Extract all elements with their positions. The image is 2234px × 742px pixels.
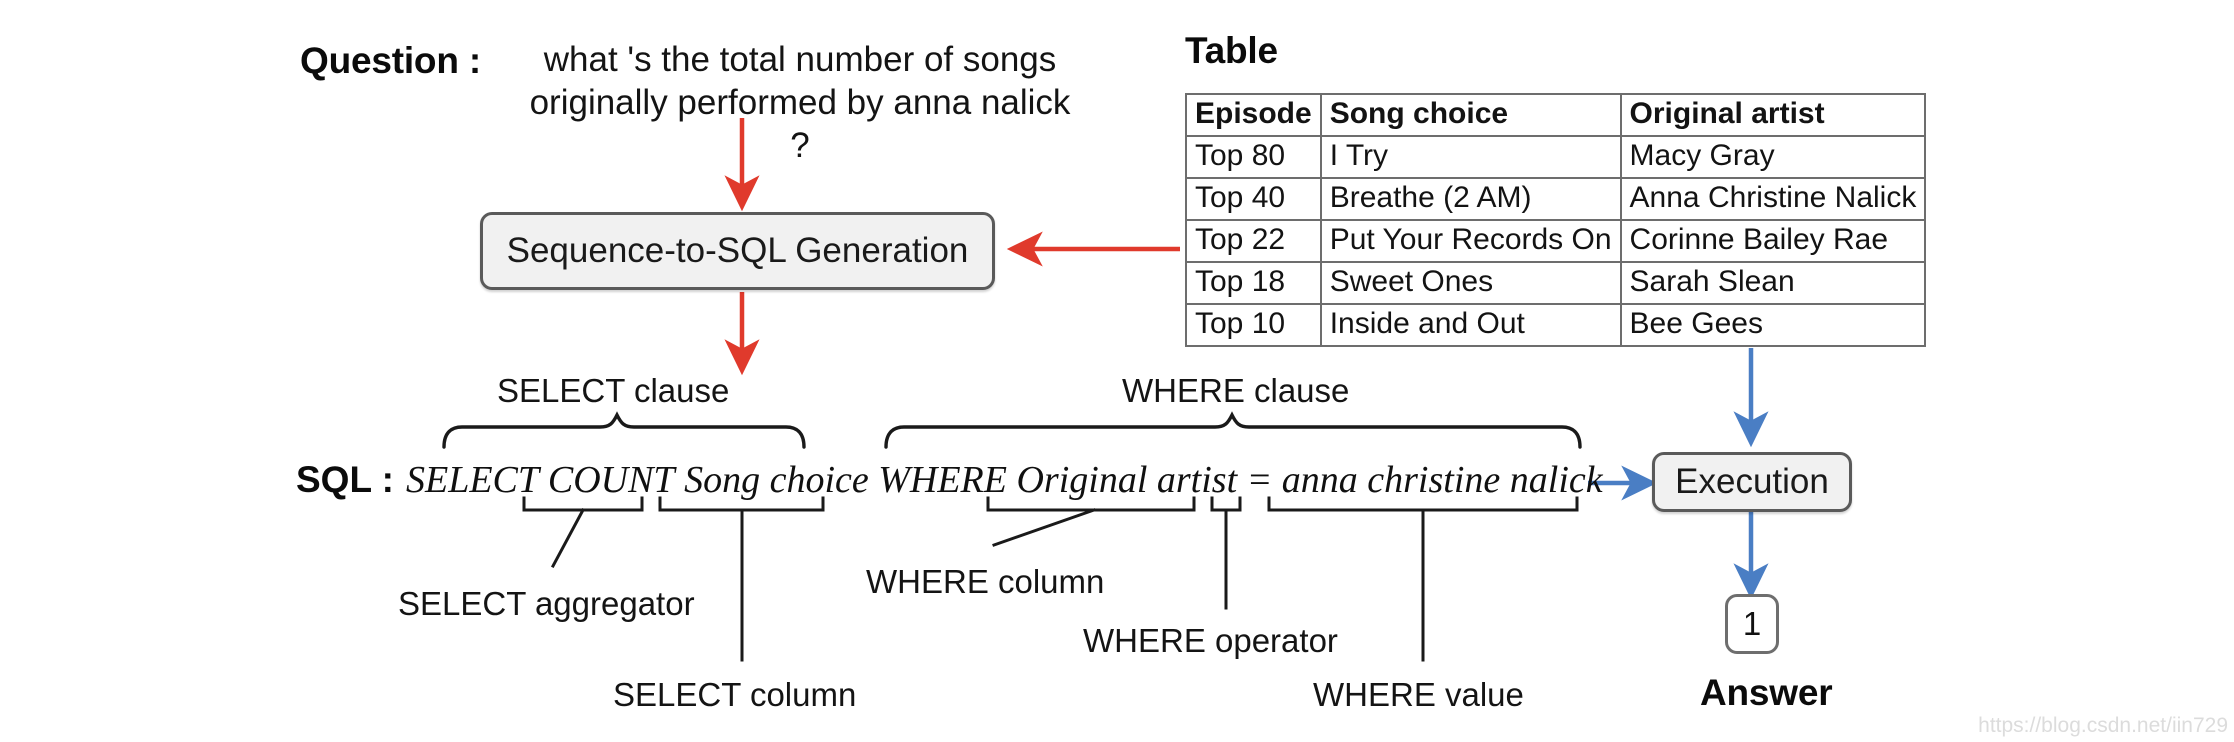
- sql-token-where-column[interactable]: Original artist: [1016, 459, 1238, 501]
- sql-token-select-column[interactable]: Song choice: [684, 459, 869, 501]
- data-table-wrapper: Episode Song choice Original artist Top …: [1185, 93, 1927, 347]
- table-cell-episode: Top 40: [1185, 177, 1322, 221]
- sql-token-select-aggregator[interactable]: COUNT: [547, 459, 675, 501]
- data-table: Episode Song choice Original artist Top …: [1185, 93, 1927, 347]
- table-cell-original-artist: Corinne Bailey Rae: [1619, 219, 1927, 263]
- table-header-song-choice: Song choice: [1319, 93, 1622, 137]
- table-cell-song-choice: Put Your Records On: [1319, 219, 1622, 263]
- table-cell-original-artist: Macy Gray: [1619, 135, 1927, 179]
- sequence-to-sql-generation-box[interactable]: Sequence-to-SQL Generation: [480, 212, 995, 290]
- table-cell-song-choice: I Try: [1319, 135, 1622, 179]
- table-cell-song-choice: Inside and Out: [1319, 303, 1622, 347]
- sql-token-space-2: [1237, 458, 1247, 502]
- brace-select-clause: [442, 411, 806, 449]
- table-row[interactable]: Top 22 Put Your Records On Corinne Baile…: [1185, 219, 1927, 263]
- watermark: https://blog.csdn.net/iin729: [1978, 714, 2228, 737]
- table-row[interactable]: Top 40 Breathe (2 AM) Anna Christine Nal…: [1185, 177, 1927, 221]
- generation-box-label: Sequence-to-SQL Generation: [506, 231, 969, 270]
- where-operator-label: WHERE operator: [1083, 622, 1338, 659]
- execution-box[interactable]: Execution: [1652, 452, 1852, 512]
- question-label: Question :: [300, 40, 481, 81]
- table-cell-episode: Top 22: [1185, 219, 1322, 263]
- sql-token-space-3: [1272, 458, 1282, 502]
- table-header-original-artist: Original artist: [1619, 93, 1927, 137]
- table-header-row: Episode Song choice Original artist: [1185, 93, 1927, 137]
- answer-value: 1: [1742, 605, 1762, 642]
- underline-select-column: [658, 496, 825, 662]
- underline-where-operator: [1210, 496, 1242, 610]
- table-cell-song-choice: Sweet Ones: [1319, 261, 1622, 305]
- select-aggregator-label: SELECT aggregator: [398, 585, 695, 622]
- table-row[interactable]: Top 18 Sweet Ones Sarah Slean: [1185, 261, 1927, 305]
- brace-where-clause: [884, 411, 1582, 449]
- select-clause-label: SELECT clause: [497, 372, 730, 409]
- table-cell-episode: Top 80: [1185, 135, 1322, 179]
- table-cell-original-artist: Sarah Slean: [1619, 261, 1927, 305]
- sql-token-where-keyword: WHERE: [868, 459, 1017, 501]
- table-row[interactable]: Top 80 I Try Macy Gray: [1185, 135, 1927, 179]
- table-label: Table: [1185, 30, 1278, 71]
- where-column-label: WHERE column: [866, 563, 1105, 600]
- sql-token-where-value[interactable]: anna christine nalick: [1281, 459, 1603, 501]
- sql-line: SQL : SELECT COUNT Song choice WHERE Ori…: [296, 458, 1603, 510]
- answer-label: Answer: [1700, 672, 1833, 713]
- where-value-label: WHERE value: [1313, 676, 1524, 713]
- table-cell-original-artist: Bee Gees: [1619, 303, 1927, 347]
- table-cell-song-choice: Breathe (2 AM): [1319, 177, 1622, 221]
- sql-token-space-1: [675, 458, 685, 502]
- table-header-episode: Episode: [1185, 93, 1322, 137]
- sql-label: SQL :: [296, 459, 394, 500]
- sql-token-where-operator[interactable]: =: [1246, 459, 1273, 501]
- execution-box-label: Execution: [1675, 462, 1829, 501]
- question-text: what 's the total number of songs origin…: [529, 40, 1071, 165]
- select-column-label: SELECT column: [613, 676, 857, 713]
- table-cell-episode: Top 10: [1185, 303, 1322, 347]
- table-cell-original-artist: Anna Christine Nalick: [1619, 177, 1927, 221]
- answer-value-box: 1: [1725, 594, 1779, 654]
- table-cell-episode: Top 18: [1185, 261, 1322, 305]
- where-clause-label: WHERE clause: [1122, 372, 1350, 409]
- sql-token-select-keyword: SELECT: [406, 459, 548, 501]
- table-row[interactable]: Top 10 Inside and Out Bee Gees: [1185, 303, 1927, 347]
